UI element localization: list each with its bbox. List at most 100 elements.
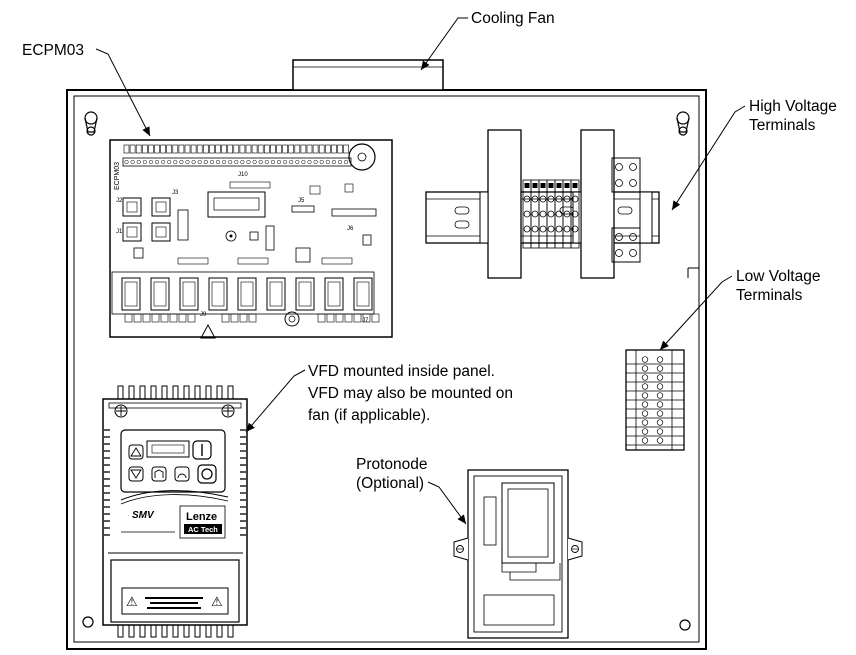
vfd-stop-button [197,464,217,484]
hv-terminal-marker [540,183,546,188]
lv-terminal-screw [641,356,649,363]
callout-protonode-line1: Protonode [356,456,428,473]
leader-high-voltage [671,105,746,211]
board-top-terminal [190,144,197,154]
hv-terminal-screw [555,225,563,233]
callout-protonode-line2: (Optional) [356,475,424,492]
lv-terminal-screw [656,374,664,381]
board-top-terminal-screw [197,159,202,165]
board-bottom-terminal [248,313,257,323]
vfd-brand-label: Lenze [186,511,217,523]
board-top-terminal [209,144,215,154]
hv-terminal-screw [563,225,571,233]
board-top-terminal [282,144,288,154]
hv-terminal [570,179,580,249]
lv-terminal-rows [626,350,684,450]
mount-hole-bottom-left [82,616,94,628]
board-top-terminal [221,144,227,154]
board-top-terminal [178,144,185,154]
board-top-terminal [123,144,130,154]
board-top-terminal-screw [215,159,221,165]
board-top-terminal [148,144,154,154]
end-stop-left [487,129,522,279]
board-top-terminal-screw [319,159,324,165]
lv-terminal-screw [641,392,649,399]
board-top-terminal [160,144,166,154]
hv-terminal-block-right [611,157,641,263]
high-voltage-terminal-assembly [425,129,660,279]
board-top-terminal-screw [313,159,318,165]
board-top-terminal [215,144,221,154]
board-relay-inner [153,281,167,307]
board-j2-label: J2 [116,198,123,204]
vfd-warning-icon-left: ⚠ [126,594,138,609]
board-top-terminal [257,144,264,154]
board-top-terminal [196,144,203,154]
board-buzzer [348,143,376,171]
vfd-mode-button [151,466,167,482]
board-top-terminal [294,144,301,154]
hv-terminal-screw [563,195,571,203]
board-bottom-terminal [142,313,151,323]
board-top-terminal-screw [191,159,196,165]
board-bottom-terminal [133,313,142,323]
lv-terminal-screw [641,374,649,381]
ecpm03-board: J10 ECPM03 J2 J3 J1 J5 J6 [109,139,393,339]
hv-terminal-screw [547,195,555,203]
board-top-terminal [263,144,270,154]
board-j5-label: J5 [298,198,305,204]
board-top-terminal-screw [154,159,160,165]
hv-terminal-screw [523,195,531,203]
keyhole-mount-right [676,111,690,136]
board-relay [121,277,141,311]
board-top-terminal [337,144,343,154]
board-relay [353,277,373,311]
board-bottom-terminal [178,313,187,323]
board-top-terminal-screw [148,159,153,165]
lv-terminal-screw [656,437,664,444]
leader-protonode [427,481,467,525]
hv-terminal-screw [531,225,539,233]
lv-terminal-screw [641,365,649,372]
board-relay [179,277,199,311]
hv-terminal-screw [563,210,571,218]
vfd-reverse-button [174,466,190,482]
board-relay-inner [327,281,341,307]
leader-ecpm03 [95,48,151,137]
board-bottom-terminal [160,313,169,323]
board-top-terminal [324,144,331,154]
callout-low-voltage-line2: Terminals [736,287,803,304]
vfd-display [146,440,190,458]
board-top-terminal-screw [142,159,147,165]
board-top-terminal-screw [167,159,172,165]
hv-side-screw [629,233,637,241]
board-relay [150,277,170,311]
hv-terminal-screw [571,195,579,203]
board-top-terminal [306,144,313,154]
lv-terminal-screw [641,410,649,417]
board-top-terminal-screw [325,159,330,165]
board-j1-label: J1 [116,229,123,235]
board-top-terminal [129,144,136,154]
hv-terminal-block-main [522,179,580,249]
leader-cooling-fan [420,17,468,71]
mount-hole-bottom-right [679,619,691,631]
board-relay [295,277,315,311]
cooling-fan [292,59,444,91]
board-label: ECPM03 [114,162,121,190]
hv-terminal-screw [547,210,555,218]
board-j6-label: J6 [347,226,354,232]
callout-vfd-line2: VFD may also be mounted on [308,385,513,402]
board-top-terminal [142,144,148,154]
board-bottom-terminal [344,313,353,323]
board-relay-inner [182,281,196,307]
board-j9-label: J9 [200,312,207,318]
lv-terminal-screw [656,356,664,363]
board-bottom-terminal-strip [124,313,380,323]
leader-low-voltage [659,275,733,351]
board-j7-label: J7 [362,318,369,324]
lv-terminal-screw [656,365,664,372]
board-lcd [207,191,266,218]
board-bottom-terminal [124,313,133,323]
